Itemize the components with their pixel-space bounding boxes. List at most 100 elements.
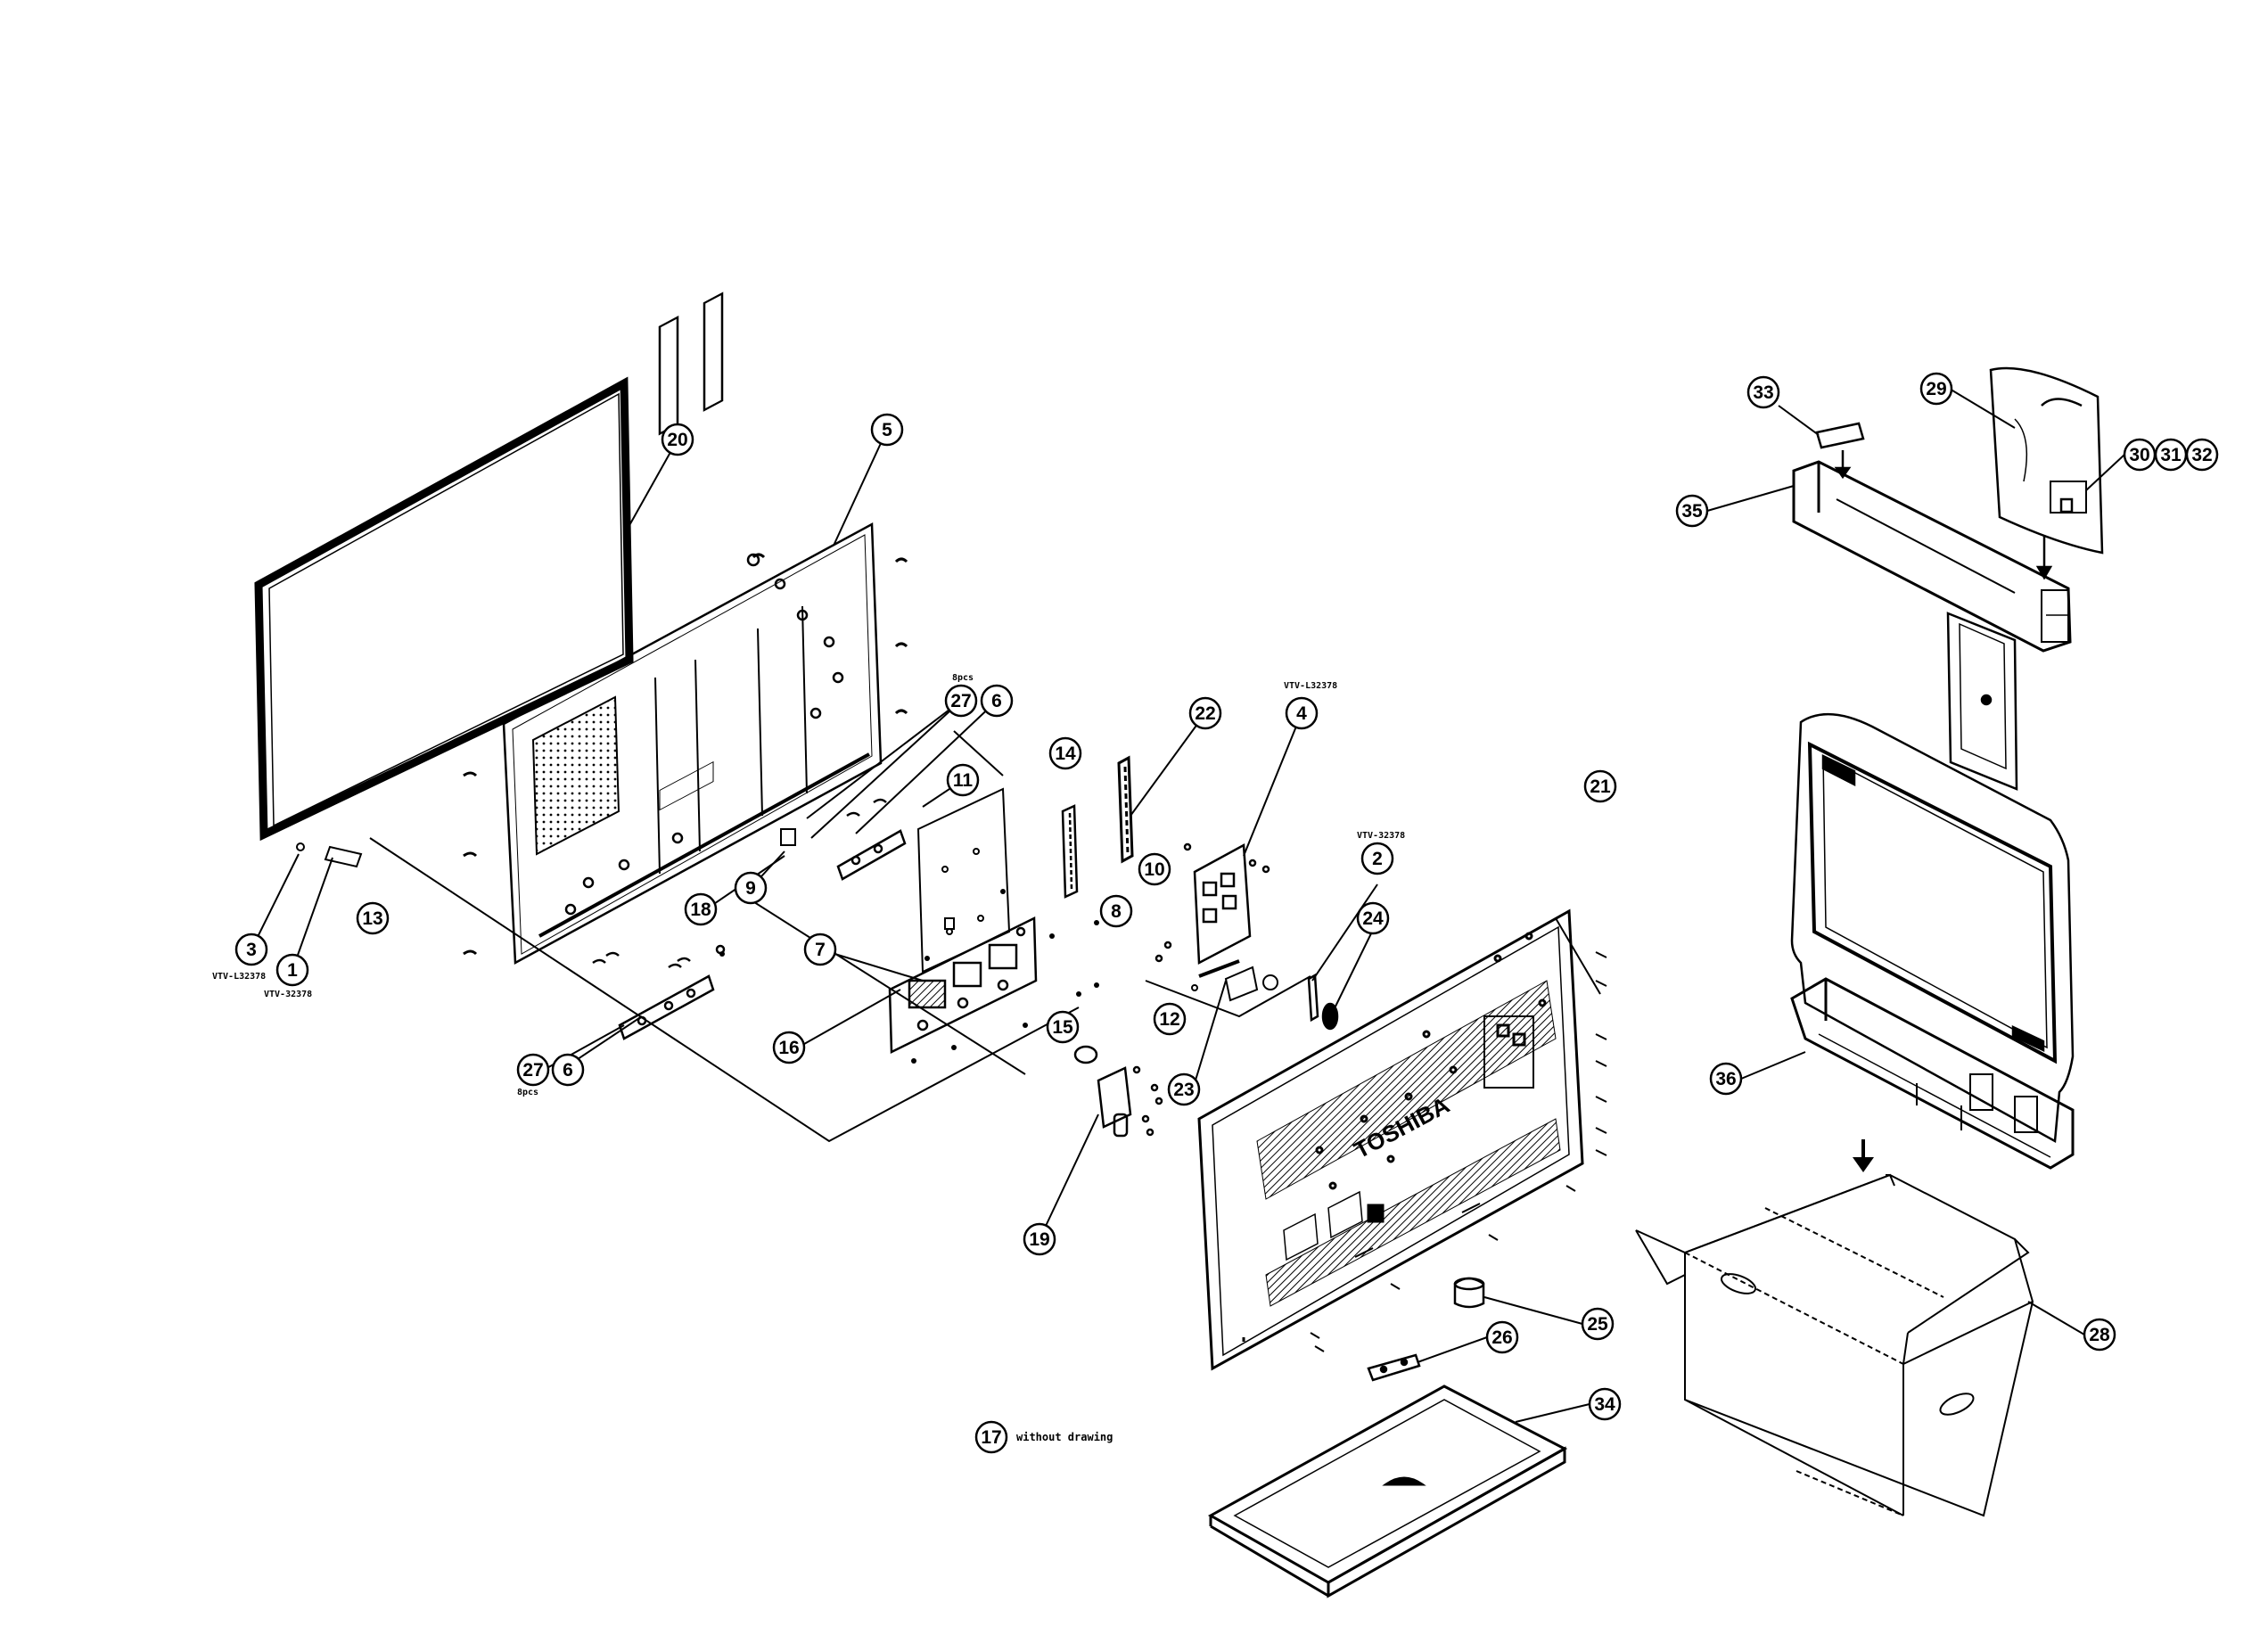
key-board [1145, 959, 1311, 1018]
ir-board [1073, 1045, 1163, 1138]
svg-text:2: 2 [1372, 849, 1383, 869]
svg-text:15: 15 [1052, 1017, 1073, 1038]
callout-7: 7 [803, 933, 837, 966]
assembly-plane-outline [369, 730, 1080, 1143]
callout-6-bottom: 6 [551, 1053, 585, 1087]
svg-text:1: 1 [287, 960, 298, 981]
svg-text:12: 12 [1159, 1009, 1179, 1030]
svg-text:25: 25 [1587, 1314, 1608, 1335]
callout-20: 20 [661, 423, 694, 456]
rear-chassis-frame [463, 292, 908, 966]
tag-part-1: VTV-32378 [264, 990, 312, 999]
stand-neck [1453, 1277, 1485, 1309]
tag-part-4: VTV-L32378 [1284, 681, 1337, 691]
callout-2: 2 [1360, 842, 1394, 875]
callout-14: 14 [1048, 736, 1082, 770]
svg-text:24: 24 [1362, 908, 1384, 929]
svg-text:29: 29 [1926, 379, 1946, 399]
callout-29: 29 [1919, 372, 1953, 406]
svg-text:17: 17 [981, 1427, 1001, 1448]
svg-text:22: 22 [1195, 703, 1215, 724]
svg-text:27: 27 [522, 1060, 543, 1081]
callout-9: 9 [734, 871, 768, 905]
callout-16: 16 [772, 1031, 806, 1064]
svg-text:16: 16 [778, 1038, 799, 1058]
callout-32: 32 [2185, 438, 2219, 472]
callout-30: 30 [2123, 438, 2157, 472]
rear-cover-screws [1310, 951, 1607, 1352]
callout-36: 36 [1709, 1062, 1743, 1096]
svg-text:26: 26 [1491, 1327, 1512, 1348]
callout-labels: 20 5 27 6 11 14 22 4 10 9 18 8 7 13 3 1 … [234, 372, 2219, 1454]
leader-lines [251, 387, 2125, 1423]
screws [719, 889, 1099, 1064]
callout-33: 33 [1746, 375, 1780, 409]
svg-text:36: 36 [1715, 1069, 1736, 1089]
small-part-2-24 [1307, 973, 1339, 1031]
callout-31: 31 [2154, 438, 2188, 472]
callout-18: 18 [684, 892, 718, 926]
svg-text:23: 23 [1173, 1080, 1194, 1100]
speaker-left [592, 944, 726, 1040]
foam-top-35 [1792, 460, 2072, 653]
foam-side [1946, 612, 2018, 791]
callout-34: 34 [1588, 1387, 1622, 1421]
callout-28: 28 [2083, 1318, 2116, 1352]
callout-8: 8 [1099, 894, 1133, 928]
callout-13: 13 [356, 901, 390, 935]
callout-10: 10 [1138, 852, 1171, 886]
svg-text:27: 27 [950, 691, 971, 711]
svg-text:5: 5 [882, 420, 892, 440]
callout-25: 25 [1581, 1307, 1615, 1341]
tag-part-3: VTV-L32378 [212, 972, 266, 982]
svg-text:4: 4 [1296, 703, 1307, 724]
foam-bottom-36 [1790, 977, 2075, 1170]
svg-text:10: 10 [1144, 859, 1164, 880]
callout-15: 15 [1046, 1010, 1080, 1044]
callout-12: 12 [1153, 1002, 1187, 1036]
callout-4: 4 [1285, 696, 1319, 730]
callout-6-top: 6 [980, 684, 1014, 718]
svg-text:35: 35 [1681, 501, 1703, 522]
svg-text:31: 31 [2160, 445, 2182, 465]
note-without-drawing: without drawing [1016, 1431, 1113, 1443]
callout-22: 22 [1188, 696, 1222, 730]
svg-text:20: 20 [667, 430, 687, 450]
callout-26: 26 [1485, 1320, 1519, 1354]
svg-text:30: 30 [2129, 445, 2149, 465]
callout-19: 19 [1023, 1222, 1056, 1256]
svg-text:34: 34 [1594, 1394, 1615, 1415]
svg-text:3: 3 [246, 940, 257, 960]
stand-bracket-plate [1367, 1353, 1421, 1382]
callout-11: 11 [946, 763, 980, 797]
callout-35: 35 [1675, 494, 1709, 528]
side-bracket [1061, 804, 1079, 899]
svg-text:13: 13 [362, 908, 382, 929]
callout-21: 21 [1583, 769, 1617, 803]
svg-text:8: 8 [1111, 901, 1122, 922]
callout-27-top: 27 [944, 684, 978, 718]
av-board [1155, 842, 1270, 966]
part-tags: VTV-L32378 VTV-32378 VTV-L32378 VTV-3237… [212, 673, 1405, 1097]
stand-base [1207, 1385, 1568, 1598]
rear-cover [1197, 908, 1584, 1371]
carton-box [1635, 1173, 2034, 1517]
callout-3: 3 [234, 933, 268, 966]
bracket-22 [1117, 755, 1134, 864]
svg-text:7: 7 [815, 940, 826, 960]
svg-text:21: 21 [1590, 777, 1611, 797]
callout-5: 5 [870, 413, 904, 447]
svg-text:9: 9 [745, 878, 756, 899]
speaker-right [780, 798, 907, 881]
accessory-bag [1989, 366, 2104, 580]
callout-27-bottom: 27 [516, 1053, 550, 1087]
down-arrow-icon [1853, 1139, 1874, 1172]
callout-23: 23 [1167, 1072, 1201, 1106]
small-part-3-1 [296, 842, 363, 868]
callout-24: 24 [1356, 901, 1390, 935]
qty-27-bottom: 8pcs [517, 1088, 538, 1097]
svg-text:18: 18 [690, 900, 711, 920]
tag-part-2: VTV-32378 [1357, 831, 1405, 841]
packing-block-33 [1815, 422, 1865, 480]
